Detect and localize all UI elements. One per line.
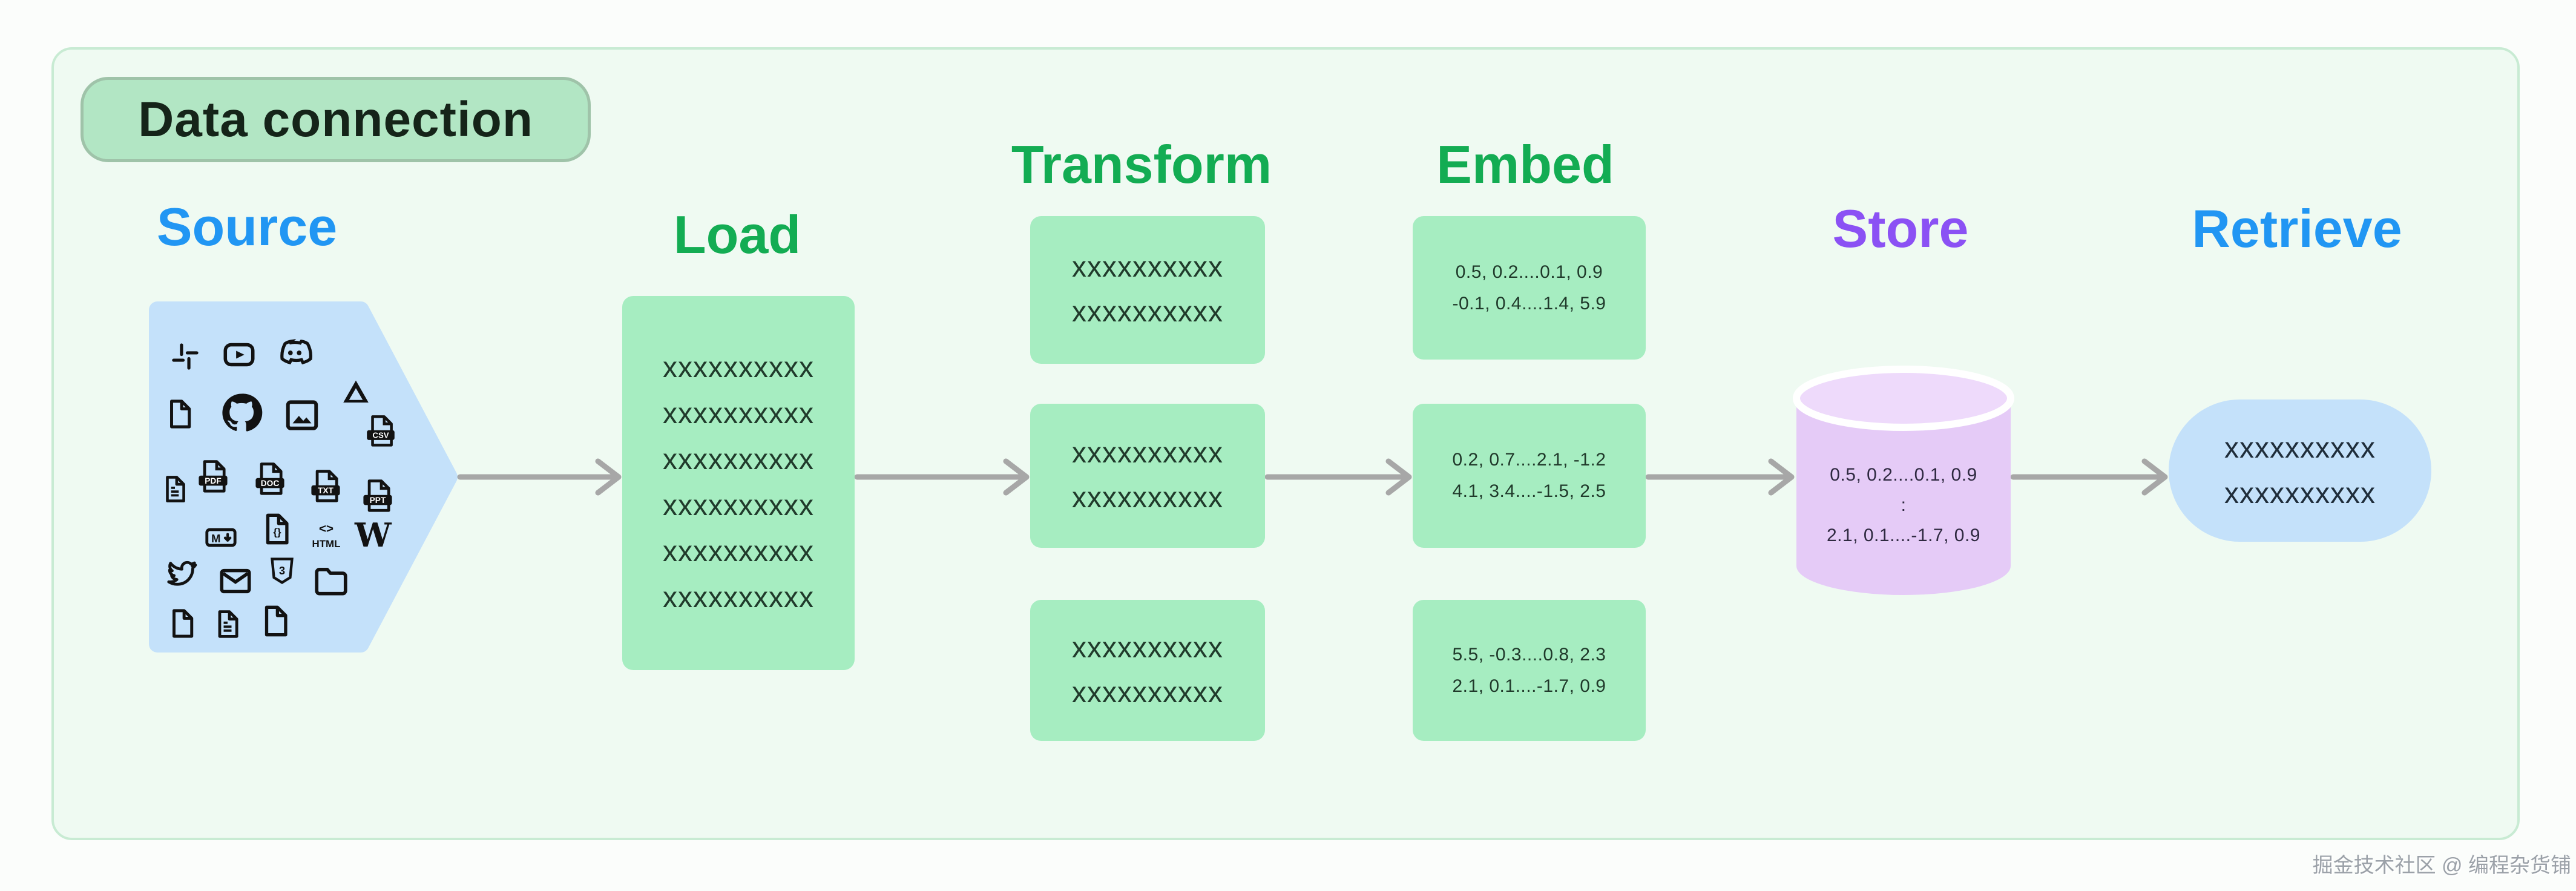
embed-vector-line: 4.1, 3.4....-1.5, 2.5	[1452, 481, 1606, 501]
embed-section-label: Embed	[1436, 134, 1614, 194]
embed-box-2: 0.2, 0.7....2.1, -1.2 4.1, 3.4....-1.5, …	[1413, 404, 1646, 548]
source-funnel-shape	[149, 301, 458, 653]
transform-box-3: xxxxxxxxxx xxxxxxxxxx	[1030, 600, 1265, 741]
flow-arrow-embed-to-store	[1645, 458, 1795, 496]
file-icon	[258, 603, 293, 639]
svg-text:<>: <>	[319, 522, 334, 536]
embed-vector-line: -0.1, 0.4....1.4, 5.9	[1452, 293, 1606, 314]
load-line: xxxxxxxxxx	[663, 582, 814, 614]
transform-box-2: xxxxxxxxxx xxxxxxxxxx	[1030, 404, 1265, 548]
embed-vector-line: 2.1, 0.1....-1.7, 0.9	[1452, 676, 1606, 696]
load-line: xxxxxxxxxx	[663, 490, 814, 522]
store-cylinder-cap	[1793, 366, 2014, 431]
retrieve-line: xxxxxxxxxx	[2224, 432, 2376, 464]
store-values: 0.5, 0.2....0.1, 0.9 : 2.1, 0.1....-1.7,…	[1802, 460, 2005, 551]
svg-text:3: 3	[279, 564, 285, 577]
transform-line: xxxxxxxxxx	[1072, 251, 1223, 283]
load-line: xxxxxxxxxx	[663, 444, 814, 476]
embed-box-1: 0.5, 0.2....0.1, 0.9 -0.1, 0.4....1.4, 5…	[1413, 216, 1646, 360]
json-file-icon: {}	[259, 511, 294, 547]
retrieve-box: xxxxxxxxxx xxxxxxxxxx	[2169, 399, 2431, 542]
flow-arrow-transform-to-embed	[1264, 458, 1412, 496]
svg-text:{}: {}	[273, 527, 281, 538]
flow-arrow-load-to-transform	[854, 458, 1030, 496]
embed-box-3: 5.5, -0.3....0.8, 2.3 2.1, 0.1....-1.7, …	[1413, 600, 1646, 741]
load-line: xxxxxxxxxx	[663, 536, 814, 568]
txt-file-icon: TXT	[307, 468, 344, 504]
store-cylinder	[1793, 366, 2014, 595]
markdown-icon: M	[203, 520, 238, 555]
title-badge: Data connection	[80, 77, 591, 162]
youtube-icon	[222, 337, 257, 372]
transform-box-1: xxxxxxxxxx xxxxxxxxxx	[1030, 216, 1265, 364]
email-icon	[218, 564, 253, 599]
file-text-icon	[212, 608, 243, 640]
transform-line: xxxxxxxxxx	[1072, 676, 1223, 709]
css3-icon: 3	[266, 555, 298, 587]
transform-section-label: Transform	[1011, 134, 1272, 194]
embed-vector-line: 0.5, 0.2....0.1, 0.9	[1455, 261, 1603, 282]
folder-icon	[312, 562, 350, 600]
retrieve-line: xxxxxxxxxx	[2224, 477, 2376, 510]
svg-text:PPT: PPT	[370, 496, 386, 505]
twitter-icon	[162, 556, 199, 593]
svg-text:TXT: TXT	[318, 486, 334, 495]
svg-text:M: M	[211, 532, 220, 545]
diagram-panel	[51, 47, 2520, 840]
store-vector-line: 0.5, 0.2....0.1, 0.9	[1830, 465, 1977, 485]
flow-arrow-store-to-retrieve	[2010, 458, 2168, 496]
store-vector-line: 2.1, 0.1....-1.7, 0.9	[1827, 525, 1980, 545]
load-section-label: Load	[673, 205, 801, 265]
pdf-file-icon: PDF	[195, 458, 231, 495]
ppt-file-icon: PPT	[360, 478, 396, 514]
svg-text:HTML: HTML	[312, 538, 341, 550]
slack-icon	[169, 341, 201, 372]
file-icon	[166, 607, 199, 640]
retrieve-section-label: Retrieve	[2192, 199, 2402, 258]
svg-text:CSV: CSV	[372, 431, 389, 440]
transform-line: xxxxxxxxxx	[1072, 437, 1223, 469]
transform-line: xxxxxxxxxx	[1072, 482, 1223, 514]
source-icon-cloud: CSV PDF DOC	[151, 306, 454, 651]
embed-vector-line: 0.2, 0.7....2.1, -1.2	[1452, 450, 1606, 470]
file-icon	[163, 398, 196, 430]
title-badge-label: Data connection	[138, 91, 533, 147]
transform-line: xxxxxxxxxx	[1072, 631, 1223, 664]
file-text-icon	[160, 474, 190, 504]
google-drive-icon	[340, 377, 372, 409]
store-section-label: Store	[1832, 199, 1969, 258]
doc-file-icon: DOC	[252, 461, 288, 497]
watermark-text: 掘金技术社区 @ 编程杂货铺	[2312, 854, 2571, 877]
store-ellipsis: :	[1901, 495, 1907, 515]
csv-file-icon: CSV	[363, 413, 398, 449]
github-icon	[219, 390, 264, 435]
load-line: xxxxxxxxxx	[663, 352, 814, 384]
source-section-label: Source	[156, 197, 338, 257]
html-icon: <> HTML	[309, 519, 344, 554]
image-icon	[283, 396, 321, 434]
discord-icon	[276, 335, 314, 372]
flow-arrow-source-to-load	[457, 458, 622, 496]
svg-text:DOC: DOC	[261, 479, 280, 488]
load-line: xxxxxxxxxx	[663, 398, 814, 430]
svg-text:PDF: PDF	[205, 476, 221, 485]
transform-line: xxxxxxxxxx	[1072, 296, 1223, 328]
wikipedia-icon: W	[355, 516, 392, 554]
load-box: xxxxxxxxxx xxxxxxxxxx xxxxxxxxxx xxxxxxx…	[622, 296, 855, 670]
embed-vector-line: 5.5, -0.3....0.8, 2.3	[1452, 644, 1606, 665]
